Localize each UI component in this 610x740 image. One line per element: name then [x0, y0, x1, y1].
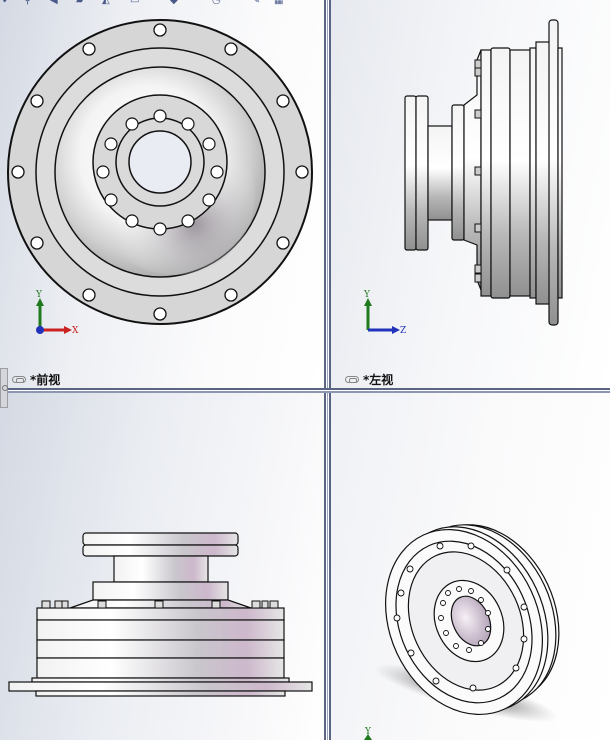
viewport-vertical-splitter[interactable] — [324, 0, 331, 740]
link-views-icon[interactable] — [345, 376, 359, 383]
viewport-isometric[interactable]: Y — [331, 393, 610, 740]
svg-text:Y: Y — [35, 290, 43, 300]
label-prefix: * — [363, 372, 370, 387]
left-view-model[interactable]: Y Z — [331, 0, 610, 388]
view-name: 前视 — [36, 373, 61, 387]
display-style-icon[interactable]: ▭ — [130, 0, 140, 6]
svg-text:Y: Y — [363, 290, 371, 300]
viewport-top[interactable] — [0, 393, 324, 740]
edit-appearance-icon[interactable]: ◔ — [212, 0, 221, 6]
hide-show-icon[interactable]: ◆ — [170, 0, 178, 6]
view-orientation-icon[interactable]: ◭ — [102, 0, 110, 6]
side-panel-toggle[interactable] — [0, 368, 8, 408]
link-views-icon[interactable] — [12, 376, 26, 383]
zoom-icon[interactable]: ⚲ — [24, 0, 32, 6]
apply-scene-icon[interactable]: ✎ — [252, 0, 261, 6]
isometric-view-model[interactable]: Y — [331, 393, 610, 740]
svg-text:Z: Z — [400, 326, 406, 336]
coordinate-triad: Y — [364, 727, 372, 740]
coordinate-triad: Y X — [35, 290, 79, 336]
viewport-front[interactable]: ✔ ⚲ ◀ ▰ ◭ ▭ ◆ ◔ ✎ ▦ — [0, 0, 324, 388]
section-view-icon[interactable]: ▰ — [76, 0, 84, 6]
view-settings-icon[interactable]: ▦ — [274, 0, 284, 6]
svg-text:Y: Y — [364, 727, 372, 737]
top-view-model[interactable] — [0, 393, 324, 740]
coordinate-triad: Y Z — [363, 290, 406, 336]
viewport-label-left[interactable]: *左视 — [345, 371, 393, 388]
heads-up-toolbar: ✔ ⚲ ◀ ▰ ◭ ▭ ◆ ◔ ✎ ▦ — [0, 0, 324, 10]
label-prefix: * — [30, 372, 37, 387]
front-view-model[interactable]: Y X — [0, 0, 324, 388]
previous-view-icon[interactable]: ◀ — [50, 0, 58, 6]
viewport-label-front[interactable]: *前视 — [12, 371, 60, 388]
viewport-left[interactable]: Y Z *左视 — [331, 0, 610, 388]
svg-text:X: X — [72, 326, 79, 336]
view-name: 左视 — [369, 373, 394, 387]
viewport-horizontal-splitter[interactable] — [0, 388, 610, 393]
rotate-icon[interactable]: ✔ — [2, 0, 11, 6]
